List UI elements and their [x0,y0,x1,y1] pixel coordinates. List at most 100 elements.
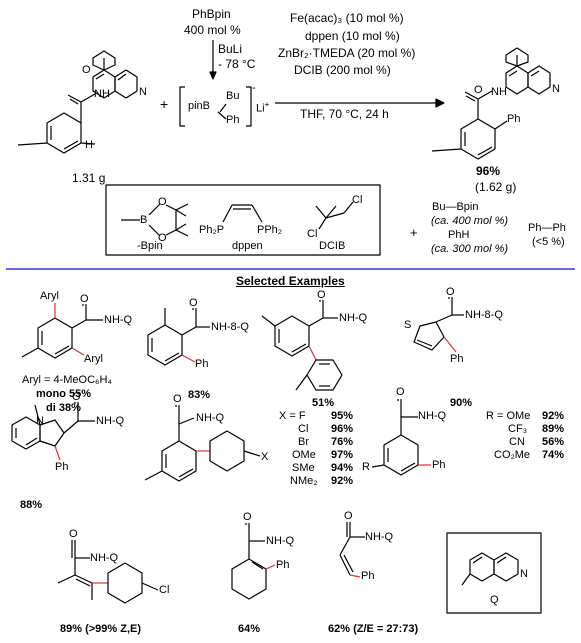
byproduct-bubpin-amount: (ca. 400 mol %) [431,215,509,227]
ex4-yield: 90% [450,397,473,409]
selected-examples-heading: Selected Examples [236,274,345,288]
ex4-ph: Ph [450,353,464,365]
ex7-carbonyl-o: O [396,386,405,398]
ex2-yield: 83% [188,389,211,401]
ex5-carbonyl-o: O [72,391,81,403]
q-definition-box [446,532,542,614]
bpin-o-atom-top: O [158,196,167,208]
plus-sign-2: + [410,225,418,240]
ex1-aryl-top: Aryl [40,290,59,302]
example-5-structure [11,402,95,461]
borate-brackets [179,86,252,127]
ex8-label: NH-Q [90,552,119,564]
ex2-carbonyl-o: O [189,297,198,309]
ex10-ph: Ph [361,570,375,582]
example-6-structure [144,405,261,482]
condition-3: ZnBr₂·TMEDA (20 mol %) [278,46,416,60]
buli-label: BuLi [218,42,243,56]
ex9-carbonyl-o: O [243,511,252,523]
product-nh-label: NH [491,86,507,98]
ex1-mono-yield: mono 55% [36,388,92,400]
dcib-structure [315,201,354,230]
starting-mass: 1.31 g [72,171,106,185]
legend-dcib-cl-right: Cl [352,194,363,206]
dppen-structure [222,204,263,223]
sm-quinoline-n: N [139,86,147,98]
byproduct-phh: PhH [448,229,470,241]
example-8-structure [57,540,159,604]
byproduct-bubpin: Bu—Bpin [432,201,479,213]
ex6-yield-6: 92% [331,475,354,487]
example-3-structure [261,300,343,391]
ex7-r: R [362,461,370,473]
bpin-b-atom: B [140,214,148,226]
ex5-label: NH-Q [96,415,125,427]
condition-2: dppen (10 mol %) [305,29,400,43]
ex7-substituent-2: CF₃ [508,423,528,435]
q-box-nitrogen: N [520,568,528,580]
product-yield: 96% [476,164,501,178]
ex7-yield-4: 74% [542,449,565,461]
ex7-substituent-3: CN [509,436,525,448]
byproduct-phph: Ph—Ph [528,222,566,234]
byproduct-phh-amount: (ca. 300 mol %) [431,243,509,255]
product-ph: Ph [507,113,521,125]
ex8-yield: 89% (>99% Z,E) [60,623,142,635]
legend-dcib: DCIB [319,240,346,252]
bpin-o-atom-bottom: O [158,232,167,244]
condition-4: DCIB (200 mol %) [294,63,391,77]
ex6-x: X [261,451,269,463]
ex4-label: NH-8-Q [465,309,503,321]
legend-box [105,184,381,256]
legend-ph2p: Ph₂P [199,224,225,236]
ex2-ph: Ph [195,358,209,370]
plus-sign-1: + [160,96,169,112]
ex10-carbonyl-o: O [344,510,353,522]
phbpin-reagent: PhBpin [192,7,231,21]
ex6-substituent-2: Cl [298,423,309,435]
ex1-label: NH-Q [104,314,133,326]
ex1-di-yield: di 38% [46,402,81,414]
temperature-label: - 78 °C [218,57,256,71]
ex10-yield: 62% (Z/E = 27:73) [328,623,419,635]
legend-dppen: dppen [232,240,263,252]
example-2-structure [147,308,210,366]
ex6-substituent-3: Br [298,436,309,448]
ex6-substituent-5: SMe [292,462,315,474]
sm-carbonyl-o: O [82,64,91,76]
borate-li: Li+ [256,100,270,115]
bpin-structure [121,203,189,237]
ex7-ph: Ph [432,459,446,471]
borate-minus: - [252,82,256,94]
ex5-ph: Ph [55,461,69,473]
product-mass: (1.62 g) [475,180,517,194]
ex8-cl: Cl [159,584,170,596]
ex7-label: NH-Q [418,410,447,422]
ex5-nitrogen: N [36,415,44,427]
legend-pph2: PPh₂ [257,224,283,236]
example-4-structure [413,297,464,353]
ex6-label: NH-Q [196,412,225,424]
ex7-substituent-4: CO₂Me [494,449,531,461]
starting-material-structure [17,50,138,154]
ex6-substituent-4: OMe [292,449,316,461]
phbpin-amount: 400 mol % [184,23,241,37]
ex1-carbonyl-o: O [80,293,89,305]
legend-bpin: -Bpin [137,240,163,252]
borate-ph: Ph [226,114,240,126]
ex6-yield-3: 76% [331,436,354,448]
ex8-carbonyl-o: O [69,528,78,540]
ex10-label: NH-Q [365,531,394,543]
ex2-label: NH-8-Q [211,321,249,333]
condition-1: Fe(acac)₃ (10 mol %) [290,11,404,25]
quinoline-structure [461,552,519,586]
ex6-substituent-1: X = F [279,410,306,422]
product-quinoline-n: N [552,83,560,95]
ex7-yield-1: 92% [542,410,565,422]
ex6-yield-1: 95% [331,410,354,422]
product-carbonyl-o: O [474,84,483,96]
ex1-aryl-definition: Aryl = 4-MeOC₆H₄ [22,374,112,386]
example-10-structure [339,522,365,578]
example-9-structure [231,523,276,600]
